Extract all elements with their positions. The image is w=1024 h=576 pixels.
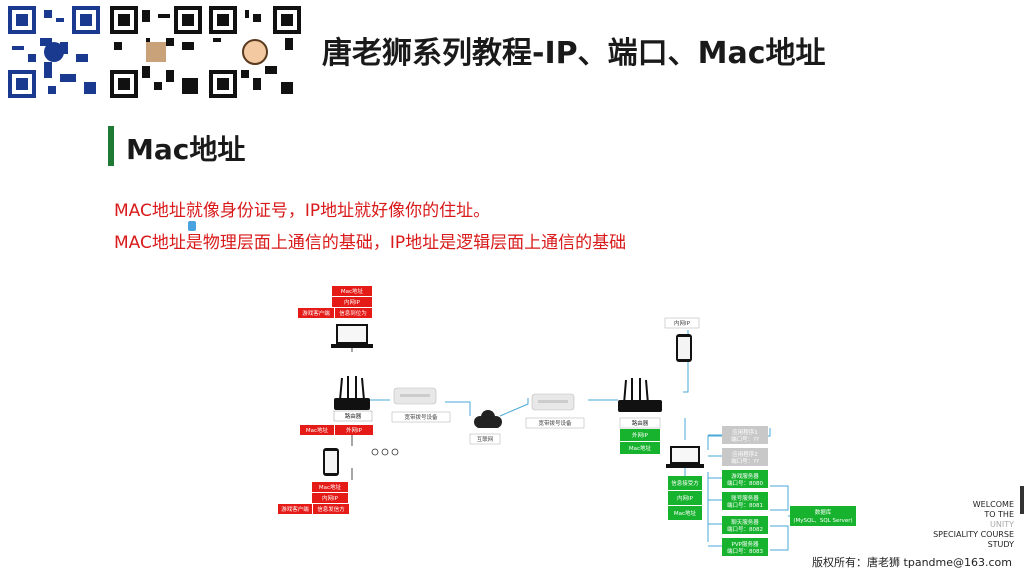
qr-code-2 (110, 6, 202, 98)
svg-text:端口号：??: 端口号：?? (731, 457, 759, 465)
qr-code-1 (8, 6, 100, 98)
content-line-2: MAC地址是物理层面上通信的基础，IP地址是逻辑层面上通信的基础 (114, 233, 627, 253)
svg-text:端口号：8080: 端口号：8080 (727, 479, 763, 487)
svg-text:应用程序2: 应用程序2 (732, 450, 758, 458)
left-phone-role: 信息发信方 (317, 505, 345, 513)
qr-code-3 (209, 6, 301, 98)
left-phone-info-box: Mac地址 内网IP 游戏客户端 信息发信方 (278, 482, 349, 514)
left-router-mac: Mac地址 (306, 426, 329, 434)
right-modem-label: 宽带拨号设备 (538, 419, 572, 427)
svg-text:(MySQL、SQL Server): (MySQL、SQL Server) (793, 518, 852, 524)
left-phone-mac: Mac地址 (319, 483, 342, 491)
left-modem-label: 宽带拨号设备 (404, 413, 438, 421)
server-info-box: 信息接受方 内网IP Mac地址 (668, 476, 702, 520)
right-phone-label: 内网IP (674, 319, 691, 327)
edge-scroll-tab[interactable] (1020, 486, 1024, 514)
database-box: 数据库 (MySQL、SQL Server) (790, 506, 856, 526)
left-laptop-role: 信息到位为 (339, 309, 367, 317)
copyright-footer: 版权所有：唐老狮 tpandme@163.com (812, 556, 1012, 569)
left-phone-ip: 内网IP (322, 494, 339, 502)
server-laptop-icon (666, 446, 704, 468)
left-modem-icon (393, 387, 437, 405)
svg-text:应用程序1: 应用程序1 (732, 428, 758, 436)
right-modem-icon (531, 393, 575, 411)
left-laptop-info-box: Mac地址 内网IP 游戏客户端 信息到位为 (298, 286, 372, 318)
left-router-icon (334, 376, 370, 410)
svg-text:端口号：??: 端口号：?? (731, 435, 759, 443)
internet-label: 互联网 (477, 435, 494, 443)
server-ip: 内网IP (677, 494, 694, 502)
left-router-ip: 外网IP (346, 426, 363, 434)
left-laptop-icon (331, 324, 373, 348)
content-line-1: MAC地址就像身份证号，IP地址就好像你的住址。 (114, 201, 491, 221)
page-title: 唐老狮系列教程-IP、端口、Mac地址 (322, 36, 826, 71)
mouse-cursor-icon (188, 221, 196, 231)
left-phone-icon (323, 448, 339, 476)
svg-text:聊天服务器: 聊天服务器 (731, 518, 759, 526)
left-laptop-mac: Mac地址 (341, 287, 364, 295)
svg-text:端口号：8082: 端口号：8082 (727, 525, 763, 533)
section-accent-bar (108, 126, 114, 166)
right-router-label: 路由器 (632, 419, 649, 427)
left-router-label: 路由器 (345, 412, 362, 420)
network-diagram: Mac地址 内网IP 游戏客户端 信息到位为 路由器 Mac地址 外网IP (278, 286, 856, 556)
left-phone-client: 游戏客户端 (281, 505, 309, 513)
right-phone-icon (676, 334, 692, 362)
section-title: Mac地址 (126, 133, 246, 166)
svg-text:端口号：8081: 端口号：8081 (727, 501, 763, 509)
server-mac: Mac地址 (674, 509, 697, 517)
svg-text:数据库: 数据库 (815, 508, 832, 516)
internet-cloud-icon (474, 410, 502, 428)
welcome-watermark: WELCOME TO THE UNITY SPECIALITY COURSE S… (933, 500, 1014, 549)
left-laptop-client: 游戏客户端 (302, 309, 330, 317)
svg-text:PVP服务器: PVP服务器 (732, 540, 759, 548)
left-laptop-ip: 内网IP (344, 298, 361, 306)
server-role: 信息接受方 (671, 479, 699, 487)
svg-text:账号服务器: 账号服务器 (731, 494, 759, 502)
right-router-ip: 外网IP (632, 431, 649, 439)
right-router-mac: Mac地址 (629, 444, 652, 452)
right-router-icon (618, 378, 662, 412)
svg-text:游戏服务器: 游戏服务器 (731, 472, 759, 480)
svg-text:端口号：8083: 端口号：8083 (727, 547, 763, 555)
